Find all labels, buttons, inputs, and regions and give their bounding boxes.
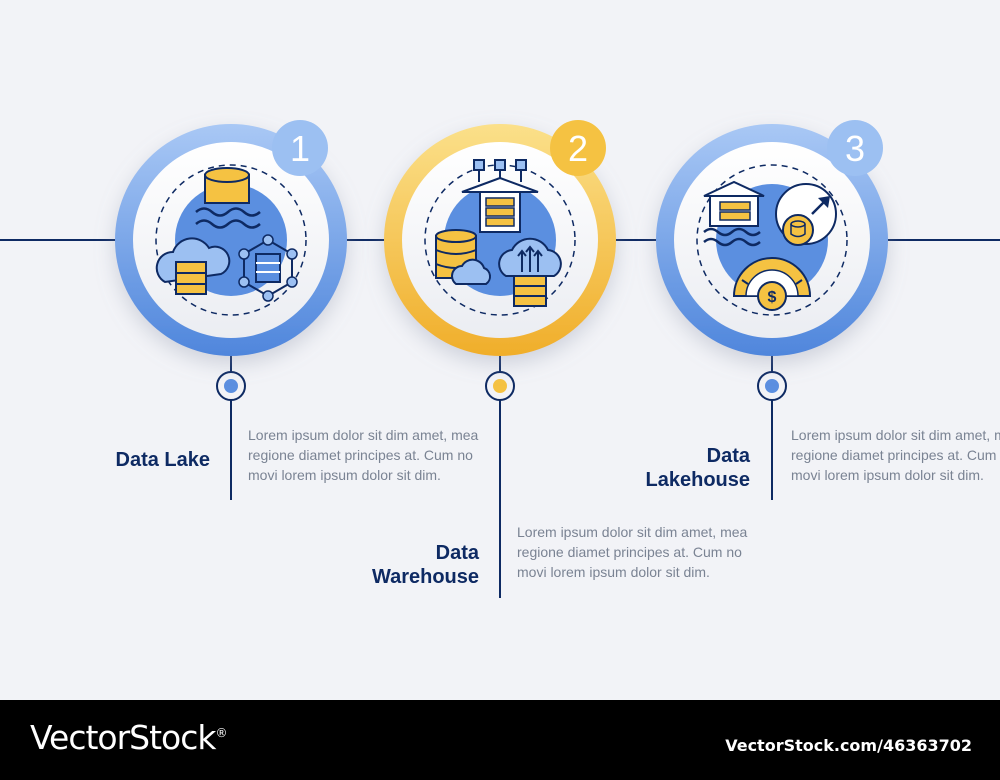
- marker-dot-3: [757, 371, 787, 401]
- registered-mark: ®: [215, 726, 228, 740]
- footer-bar: VectorStock® VectorStock.com/46363702: [0, 700, 1000, 780]
- marker-dot-2: [485, 371, 515, 401]
- svg-text:1: 1: [290, 128, 310, 169]
- step-title-2: Data Warehouse: [300, 541, 479, 589]
- step-title-3: Data Lakehouse: [580, 444, 750, 492]
- network-server-icon: [238, 234, 298, 302]
- warehouse-server-icon: [461, 159, 539, 233]
- svg-text:3: 3: [845, 128, 865, 169]
- step-title-2-line2: Warehouse: [371, 566, 479, 588]
- coins-growth-icon: [775, 183, 837, 246]
- brand-name: VectorStock: [30, 718, 216, 757]
- number-badge-3: 3: [827, 120, 883, 176]
- step-description-2: Lorem ipsum dolor sit dim amet, mea regi…: [517, 524, 748, 580]
- image-url: VectorStock.com/46363702: [725, 736, 972, 755]
- step-description-1: Lorem ipsum dolor sit dim amet, mea regi…: [248, 427, 479, 483]
- step-title-1-line1: Data Lake: [115, 449, 211, 471]
- marker-dot-1: [216, 371, 246, 401]
- database-cloud-icon: [435, 229, 491, 285]
- svg-text:$: $: [768, 289, 777, 306]
- cloud-server-icon: [155, 237, 231, 295]
- diagram-art: 1 2: [0, 120, 1000, 598]
- svg-text:2: 2: [568, 128, 588, 169]
- number-badge-2: 2: [550, 120, 606, 176]
- lakehouse-icon: [703, 180, 765, 247]
- step-title-2-line1: Data: [435, 542, 479, 564]
- infographic: 1 2: [0, 120, 1000, 598]
- number-badge-1: 1: [272, 120, 328, 176]
- database-lake-icon: [195, 167, 261, 229]
- gauge-dollar-icon: $: [732, 257, 812, 311]
- step-description-3: Lorem ipsum dolor sit dim amet, mea regi…: [791, 427, 1000, 483]
- step-title-3-line2: Lakehouse: [645, 469, 750, 491]
- step-title-1: Data Lake: [60, 448, 211, 472]
- step-title-3-line1: Data: [706, 445, 750, 467]
- brand-logo: VectorStock®: [30, 718, 228, 757]
- cloud-upload-icon: [498, 237, 562, 307]
